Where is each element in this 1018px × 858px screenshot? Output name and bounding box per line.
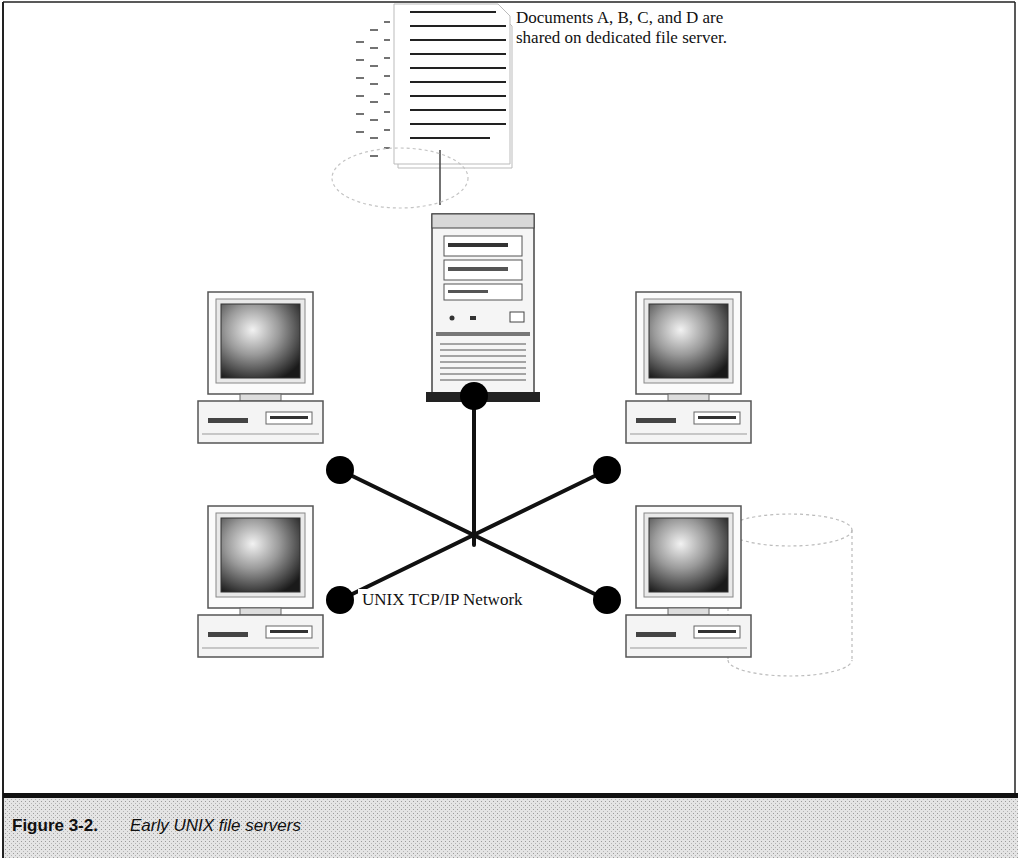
dotted-oval bbox=[332, 148, 468, 208]
workstation bbox=[198, 506, 323, 657]
server-tower bbox=[426, 214, 540, 402]
network-node bbox=[326, 382, 621, 614]
figure-caption: Early UNIX file servers bbox=[130, 815, 301, 837]
network-label: UNIX TCP/IP Network bbox=[358, 589, 527, 611]
caption-band bbox=[4, 798, 1018, 858]
workstation bbox=[626, 506, 751, 657]
frame-line bbox=[3, 1, 1015, 3]
caption-rule bbox=[3, 793, 1018, 798]
frame-line bbox=[2, 2, 4, 858]
figure-number: Figure 3-2. bbox=[12, 815, 98, 837]
document-stack bbox=[356, 4, 512, 205]
network-lines bbox=[340, 398, 607, 600]
workstation bbox=[198, 292, 323, 443]
note-text: Documents A, B, C, and D are shared on d… bbox=[516, 8, 731, 48]
workstation bbox=[626, 292, 751, 443]
frame-line bbox=[1014, 2, 1016, 795]
